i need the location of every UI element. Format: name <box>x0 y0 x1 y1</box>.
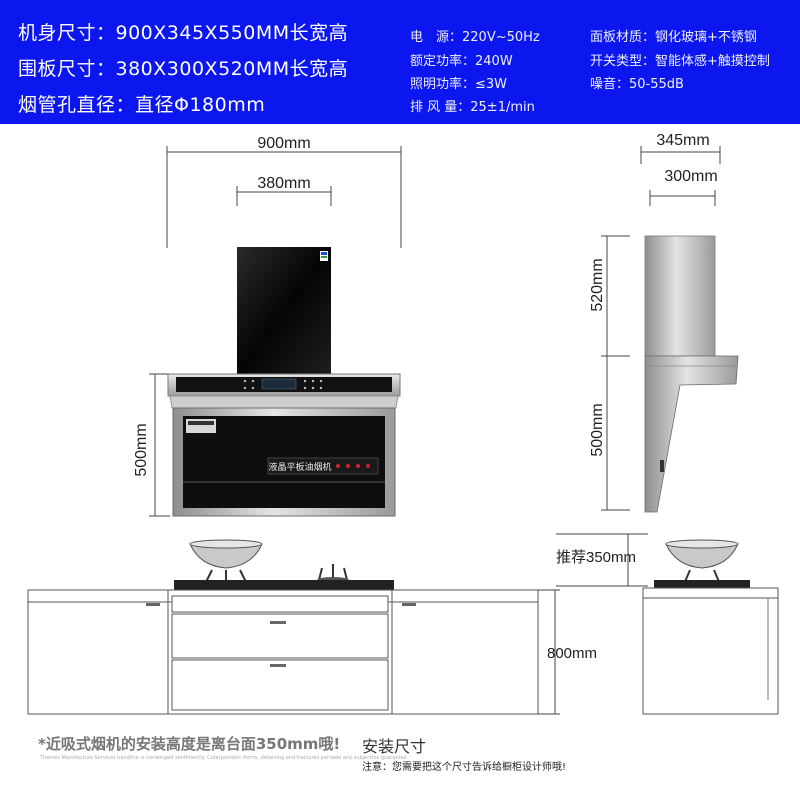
side-depth-dimension: 345mm <box>640 132 721 164</box>
recommend-height-dimension: 推荐350mm <box>556 533 648 587</box>
drawer-bottom <box>171 659 389 711</box>
front-width-dimension: 900mm <box>166 135 402 248</box>
spec-noise: 噪音：50-55dB <box>590 77 684 92</box>
side-depth-label: 345mm <box>656 132 709 149</box>
drawer-top <box>171 595 389 613</box>
cabinet-door-handle <box>146 603 160 606</box>
side-panel <box>644 235 716 357</box>
spec-light-power: 照明功率：≤3W <box>410 77 508 92</box>
side-cabinet <box>642 539 779 715</box>
side-panel-depth-label: 300mm <box>664 168 717 185</box>
front-width-label: 900mm <box>257 135 310 152</box>
side-body <box>644 355 739 513</box>
pipe-diameter-text: 烟管孔直径：直径Φ180mm <box>18 94 266 116</box>
install-size-title: 安装尺寸 <box>362 737 427 756</box>
side-panel-depth-dimension: 300mm <box>649 168 718 206</box>
installation-diagram: 900mm 380mm 500mm <box>27 132 779 715</box>
panel-height-dimension: 520mm <box>589 235 630 357</box>
panel-width-dimension: 380mm <box>236 175 332 206</box>
spec-switch-type: 开关类型：智能体感+触摸控制 <box>590 54 770 69</box>
side-height-dimension: 500mm <box>589 356 630 511</box>
spec-power: 电 源：220V~50Hz <box>410 30 540 45</box>
hood-panel-label: 液晶平板油烟机 <box>268 461 331 472</box>
install-note: *近吸式烟机的安装高度是离台面350mm哦! <box>38 735 341 753</box>
recommend-height-label: 推荐350mm <box>556 549 636 566</box>
panel-width-label: 380mm <box>257 175 310 192</box>
spec-airflow: 排 风 量：25±1/min <box>410 100 535 115</box>
range-hood-side <box>644 235 739 513</box>
wok-left-icon <box>189 539 263 585</box>
install-size-subtitle: 注意：您需要把这个尺寸告诉给橱柜设计师哦! <box>362 762 567 773</box>
spec-panel-material: 面板材质：钢化玻璃+不锈钢 <box>590 30 757 45</box>
wok-side-icon <box>665 539 739 585</box>
spec-header: 机身尺寸：900X345X550MM长宽高 围板尺寸：380X300X520MM… <box>0 0 800 124</box>
range-hood-front: 液晶平板油烟机 <box>167 247 401 517</box>
hood-glass-panel <box>237 247 331 375</box>
side-height-label: 500mm <box>589 403 606 456</box>
body-size-text: 机身尺寸：900X345X550MM长宽高 <box>18 22 349 44</box>
drawer-handle <box>270 664 286 667</box>
cabinet-door-handle <box>402 603 416 606</box>
cabinet-height-label: 800mm <box>547 645 597 662</box>
front-height-label: 500mm <box>133 423 150 476</box>
front-height-dimension: 500mm <box>133 373 170 517</box>
drawer-middle <box>171 613 389 659</box>
cooktop <box>174 580 394 590</box>
fine-print: Themes Manufacture Services handline is … <box>40 755 407 761</box>
cabinet-height-dimension: 800mm <box>538 589 597 715</box>
spec-rated-power: 额定功率：240W <box>410 54 513 69</box>
touch-buttons <box>243 378 323 390</box>
front-cabinet <box>27 539 539 715</box>
panel-size-text: 围板尺寸：380X300X520MM长宽高 <box>18 58 349 80</box>
lcd-display <box>261 378 297 390</box>
energy-label-icon <box>320 251 328 261</box>
drawer-handle <box>270 621 286 624</box>
panel-height-label: 520mm <box>589 258 606 311</box>
hood-feature-strip <box>267 457 379 475</box>
